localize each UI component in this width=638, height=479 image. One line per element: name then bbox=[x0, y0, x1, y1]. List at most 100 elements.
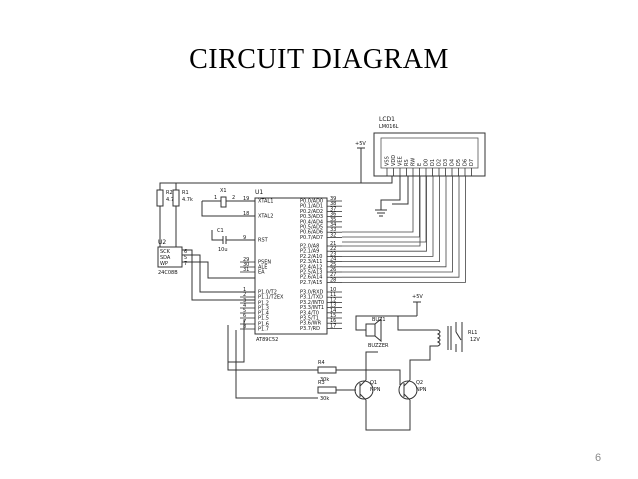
mcu-right-pin-num: 17 bbox=[330, 323, 336, 329]
mcu-right-pin-num: 14 bbox=[330, 308, 336, 314]
mcu-right-pin-label: P0.5/AD5 bbox=[300, 225, 323, 231]
mcu-right-pin-label: P2.7/A15 bbox=[300, 280, 322, 286]
buzzer-buz1: BUZ1 BUZZER bbox=[365, 317, 389, 349]
lcd-control-wire bbox=[342, 176, 420, 238]
mcu-left-pin-label: P1.3 bbox=[258, 306, 269, 312]
mcu-right-pin-label: P0.3/AD3 bbox=[300, 214, 323, 220]
mcu-right-pin-num: 15 bbox=[330, 313, 336, 319]
r2-name: R2 bbox=[166, 190, 173, 196]
vcc-relay-symbol: +5V bbox=[412, 294, 423, 316]
eeprom-u2: U2 SCK SDA WP 6 5 7 24C08B bbox=[157, 239, 187, 276]
lcd-pin-label: VEE bbox=[398, 156, 404, 166]
mcu-left-pin-label: ALE bbox=[258, 265, 267, 271]
u2-model: 24C08B bbox=[158, 270, 178, 276]
mcu-right-pin-label: P2.4/A12 bbox=[300, 264, 322, 270]
svg-text:SCK: SCK bbox=[160, 249, 171, 255]
mcu-right-pin-num: 10 bbox=[330, 287, 336, 293]
resistor-r3: R3 30k bbox=[317, 380, 337, 402]
mcu-right-pin-label: P2.6/A14 bbox=[300, 275, 322, 281]
lcd-bus-wires bbox=[342, 176, 466, 283]
slide-title: CIRCUIT DIAGRAM bbox=[189, 44, 449, 75]
mcu-left-pin-label: P1.5 bbox=[258, 316, 269, 322]
svg-text:WP: WP bbox=[160, 261, 168, 267]
mcu-right-pin-label: P2.3/A11 bbox=[300, 259, 322, 265]
lcd-pin-label: VSS bbox=[385, 156, 391, 166]
mcu-left-pin-label: PSEN bbox=[258, 260, 271, 266]
mcu-left-pin-label: P1.7 bbox=[258, 327, 269, 333]
lcd-data-wire bbox=[342, 176, 421, 247]
lcd-pin-label: E bbox=[417, 163, 423, 166]
lcd-pin-label: D0 bbox=[424, 159, 430, 166]
mcu-right-pin-label: P3.3/INT1 bbox=[300, 305, 324, 311]
mcu-left-pin-label: XTAL2 bbox=[258, 214, 273, 220]
mcu-right-pin-label: P3.7/RD bbox=[300, 326, 320, 332]
buz1-name: BUZ1 bbox=[372, 317, 386, 323]
mcu-left-pin-num: 30 bbox=[243, 262, 249, 268]
r3-name: R3 bbox=[318, 380, 325, 386]
r1-name: R1 bbox=[182, 190, 189, 196]
lcd-pin-label: D7 bbox=[469, 159, 475, 166]
vcc-top-label: +5V bbox=[355, 141, 366, 147]
lcd-pin-label: VDD bbox=[391, 155, 397, 166]
svg-text:5: 5 bbox=[184, 255, 187, 261]
mcu-right-pin-label: P0.6/AD6 bbox=[300, 230, 323, 236]
lcd-pin-label: D5 bbox=[456, 159, 462, 166]
mcu-right-pin-num: 38 bbox=[330, 201, 336, 207]
mcu-right-pin-label: P2.5/A13 bbox=[300, 270, 322, 276]
transistor-q2: Q2 NPN bbox=[398, 379, 427, 401]
mcu-right-pin-label: P0.4/AD4 bbox=[300, 219, 323, 225]
crystal-x1: X1 1 2 bbox=[214, 188, 235, 208]
top-rail-wire bbox=[159, 182, 361, 190]
mcu-left-pin-num: 3 bbox=[243, 298, 246, 304]
lcd-pin-label: D2 bbox=[437, 159, 443, 166]
mcu-right-pin-num: 39 bbox=[330, 196, 336, 202]
svg-text:SDA: SDA bbox=[160, 255, 171, 261]
lcd-data-wire bbox=[342, 176, 466, 283]
mcu-left-pin-label: RST bbox=[258, 238, 269, 244]
mcu-left-pin-label: XTAL1 bbox=[258, 199, 273, 205]
vcc-top-symbol: +5V bbox=[355, 141, 366, 183]
svg-text:2: 2 bbox=[232, 195, 235, 201]
c1-name: C1 bbox=[217, 228, 224, 234]
mcu-body bbox=[254, 197, 328, 335]
svg-text:7: 7 bbox=[184, 261, 187, 267]
mcu-right-pin-num: 16 bbox=[330, 318, 336, 324]
mcu-left-pin-num: 2 bbox=[243, 292, 246, 298]
rl1-name: RL1 bbox=[468, 330, 477, 336]
lcd-control-wire bbox=[342, 176, 414, 233]
x1-name: X1 bbox=[220, 188, 227, 194]
mcu-right-pin-num: 21 bbox=[330, 241, 336, 247]
mcu-left-pin-num: 1 bbox=[243, 287, 246, 293]
mcu-right-pin-num: 25 bbox=[330, 262, 336, 268]
mcu-left-pin-num: 29 bbox=[243, 257, 249, 263]
mcu-left-pin-num: 18 bbox=[243, 211, 249, 217]
lcd-data-wire bbox=[342, 176, 427, 252]
r1-value: 4.7k bbox=[182, 197, 193, 203]
lcd-pin-label: D1 bbox=[430, 159, 436, 166]
q2-name: Q2 bbox=[416, 380, 423, 386]
u1-model: AT89C52 bbox=[256, 337, 278, 343]
mcu-left-pin-num: 9 bbox=[243, 235, 246, 241]
lcd-screen bbox=[380, 137, 479, 169]
lcd-pin-label: D6 bbox=[463, 159, 469, 166]
mcu-left-pin-label: P1.2 bbox=[258, 301, 269, 307]
mcu-right-pin-num: 35 bbox=[330, 217, 336, 223]
c1-value: 10u bbox=[218, 247, 228, 253]
mcu-right-pin-num: 27 bbox=[330, 272, 336, 278]
mcu-left-pin-label: EA bbox=[258, 270, 265, 276]
mcu-left-pin-num: 31 bbox=[243, 267, 249, 273]
mcu-right-pin-label: P2.2/A10 bbox=[300, 254, 322, 260]
mcu-right-pin-num: 34 bbox=[330, 222, 336, 228]
mcu-right-pin-num: 22 bbox=[330, 246, 336, 252]
lcd-pin-label: RS bbox=[404, 159, 410, 166]
r3-value: 30k bbox=[320, 396, 329, 402]
lcd-pin-label: RW bbox=[411, 158, 417, 166]
u1-name: U1 bbox=[255, 189, 263, 196]
mcu-right-pin-num: 36 bbox=[330, 212, 336, 218]
lcd-name: LCD1 bbox=[379, 116, 395, 123]
lcd-data-wire bbox=[342, 176, 447, 268]
